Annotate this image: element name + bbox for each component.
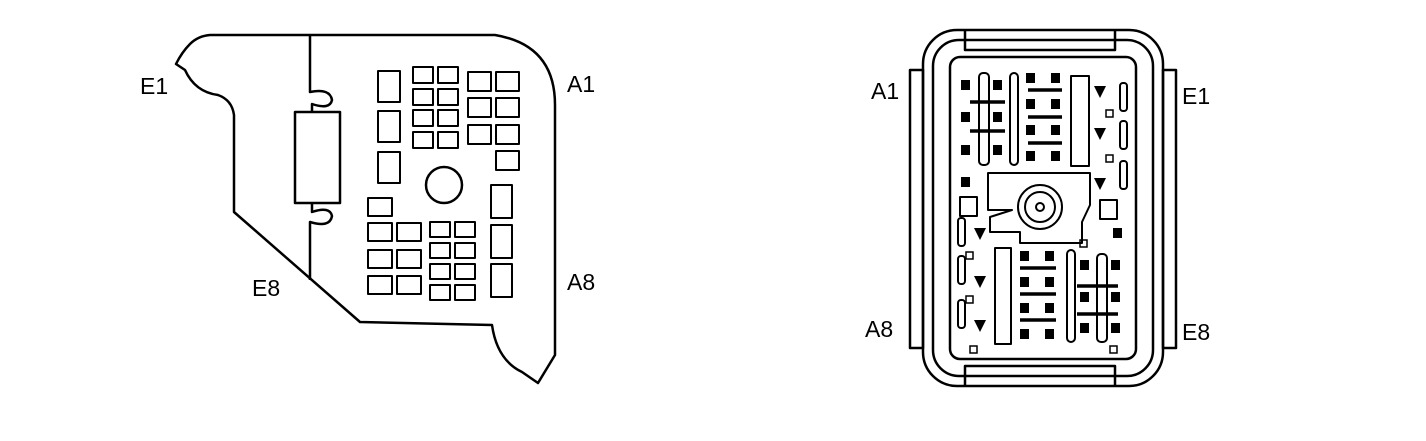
left-connector-latch-line-lower [308,203,334,280]
right-connector-small-cavities [965,109,1118,354]
right-connector-top-tab [963,30,1117,52]
right-connector-crossbars [970,88,1118,322]
right-connector [908,28,1178,388]
right-connector-bottom-tab [963,364,1117,386]
left-connector-key-circle [424,165,464,205]
left-label-a1: A1 [567,71,595,97]
left-label-e1: E1 [140,73,168,99]
right-connector-right-rail [1161,68,1178,350]
right-connector-terminals [961,73,1122,339]
left-connector [174,33,557,385]
right-label-e8: E8 [1182,319,1210,345]
left-label-a8: A8 [567,269,595,295]
left-connector-latch-line [308,35,334,112]
right-connector-face [948,55,1138,361]
right-label-a1: A1 [871,78,899,104]
right-label-a8: A8 [865,316,893,342]
right-label-e1: E1 [1182,83,1210,109]
left-label-e8: E8 [252,275,280,301]
left-connector-outline [174,33,557,385]
right-connector-left-rail [908,68,925,350]
right-connector-channels [957,72,1128,345]
left-connector-latch-block [293,110,342,205]
right-connector-inner-frame [931,38,1155,378]
left-connector-cavities [367,66,520,301]
